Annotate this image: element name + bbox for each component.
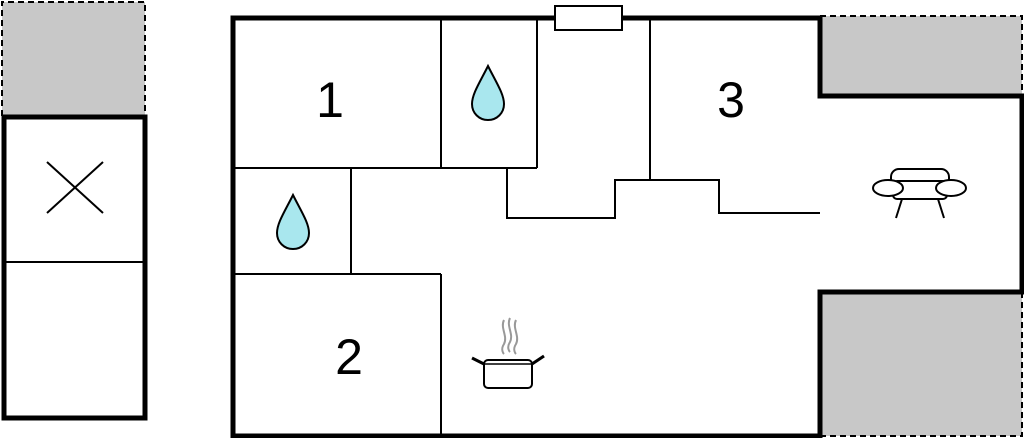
room-number-2: 2 <box>335 329 363 385</box>
annex-building <box>1 114 148 421</box>
room-number-1: 1 <box>316 72 344 128</box>
window <box>554 5 623 31</box>
water-drop-icon <box>470 63 506 122</box>
sofa-icon <box>872 168 967 219</box>
terrace-right-bottom <box>820 292 1023 437</box>
interior-walls <box>233 18 820 436</box>
house-exterior-wall <box>230 15 1024 438</box>
cross-icon <box>46 161 104 214</box>
room-number-3: 3 <box>717 72 745 128</box>
terrace-right-top <box>820 15 1023 96</box>
water-drop-icon <box>275 192 311 251</box>
cooking-pot-icon <box>471 317 545 389</box>
terrace-left-top <box>1 1 146 116</box>
